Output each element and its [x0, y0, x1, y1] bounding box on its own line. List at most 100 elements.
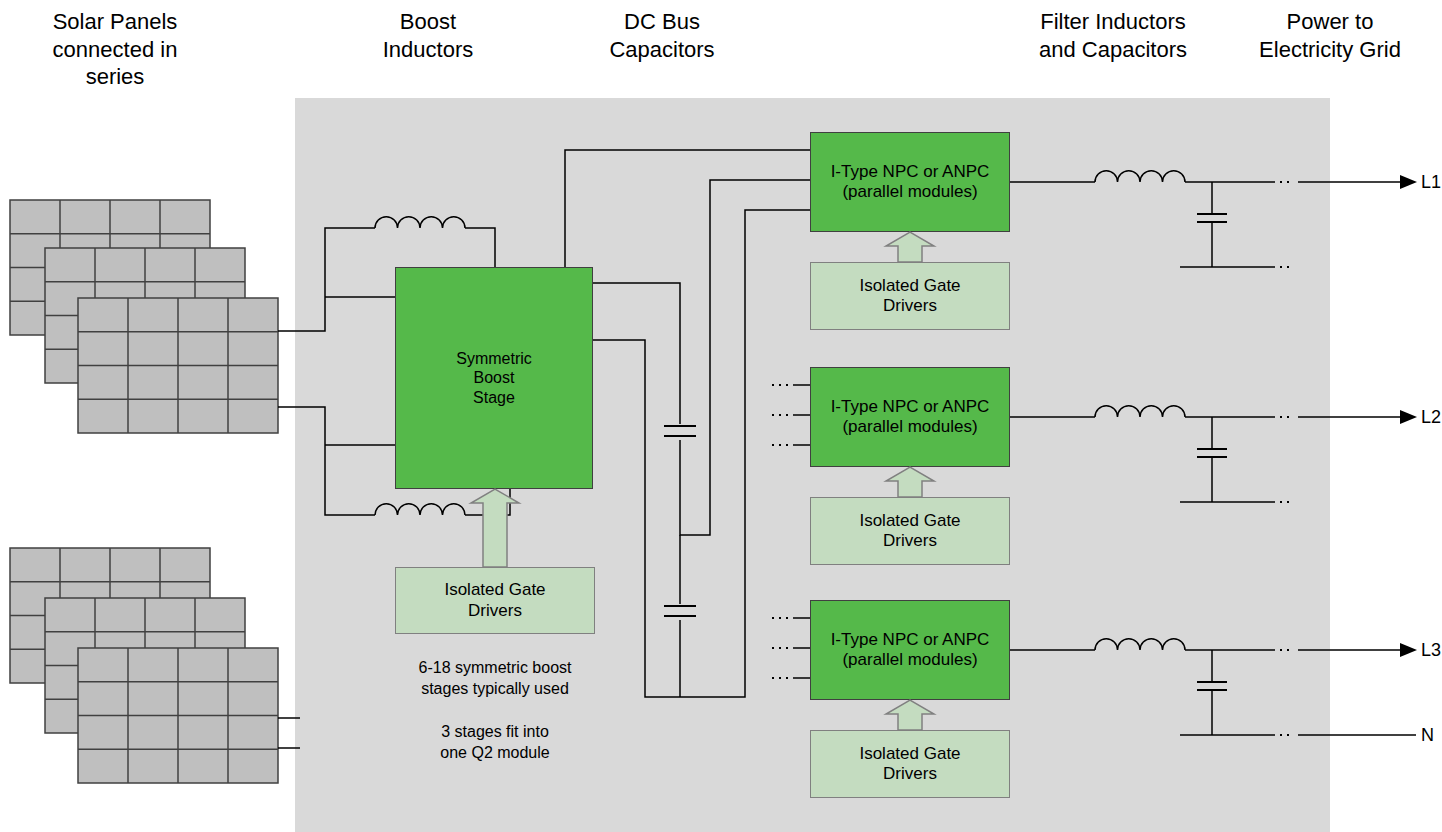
output-wire [1185, 649, 1275, 651]
panel-cell-line [78, 715, 278, 717]
dc-bus-wire [565, 150, 810, 267]
arrow-head [1400, 410, 1417, 424]
note-text: 3 stages fit into one Q2 module [427, 722, 563, 764]
inductor-symbol [1095, 639, 1185, 650]
solar-panel [78, 298, 278, 433]
filter-capacitor-wire [1211, 182, 1213, 214]
boost-stage-box: Symmetric Boost Stage [395, 267, 593, 489]
capacitor-plate [664, 435, 696, 437]
filter-return-wire [1180, 734, 1275, 736]
column-heading: Solar Panels connected in series [40, 8, 190, 91]
panel-cell-line [227, 648, 229, 783]
dc-bus-wire [593, 180, 810, 535]
grid-line [1298, 649, 1402, 651]
continuation-dots [1280, 266, 1294, 268]
output-wire [1185, 416, 1275, 418]
panel-cell-line [78, 399, 278, 401]
gate-drive-arrow [471, 489, 519, 567]
gate-driver-box: Isolated Gate Drivers [810, 262, 1010, 330]
input-stub [793, 384, 810, 386]
panel-wire [278, 747, 300, 749]
phase-label: L1 [1421, 171, 1441, 193]
continuation-dots [772, 677, 788, 679]
filter-capacitor-wire [1211, 690, 1213, 735]
arrow-head [1400, 643, 1417, 657]
continuation-dots [772, 384, 788, 386]
capacitor-plate [1197, 681, 1227, 683]
gate-driver-box: Isolated Gate Drivers [810, 730, 1010, 798]
filter-return-wire [1180, 266, 1275, 268]
continuation-dots [1280, 734, 1294, 736]
phase-label: L3 [1421, 639, 1441, 661]
box-text: I-Type NPC or ANPC (parallel modules) [817, 630, 1003, 671]
column-heading: Filter Inductors and Capacitors [1023, 8, 1203, 63]
filter-return-wire [1180, 501, 1275, 503]
gate-drive-arrow [886, 700, 934, 730]
output-wire [1010, 181, 1095, 183]
filter-capacitor-wire [1211, 417, 1213, 449]
continuation-dots [772, 414, 788, 416]
column-heading: DC Bus Capacitors [592, 8, 732, 63]
continuation-dots [1280, 416, 1294, 418]
grid-line [1298, 181, 1402, 183]
phase-label: N [1421, 724, 1434, 746]
input-stub [793, 444, 810, 446]
continuation-dots [1280, 501, 1294, 503]
gate-drive-arrow [886, 467, 934, 497]
continuation-dots [772, 647, 788, 649]
boost-wire [325, 296, 395, 298]
arrow-head [1400, 175, 1417, 189]
continuation-dots [772, 617, 788, 619]
column-heading: Boost Inductors [368, 8, 488, 63]
output-wire [1010, 649, 1095, 651]
dc-bus-wire [593, 210, 810, 697]
solar-panel [78, 648, 278, 783]
panel-cell-line [78, 365, 278, 367]
box-text: Isolated Gate Drivers [429, 580, 561, 621]
inductor-symbol [375, 504, 465, 515]
grid-line [1298, 416, 1402, 418]
inductor-symbol [375, 217, 465, 228]
filter-capacitor-wire [1211, 457, 1213, 502]
input-stub [793, 617, 810, 619]
gate-drive-arrow [886, 232, 934, 262]
box-text: Symmetric Boost Stage [453, 349, 535, 407]
continuation-dots [772, 444, 788, 446]
output-wire [1185, 181, 1275, 183]
inverter-module-box: I-Type NPC or ANPC (parallel modules) [810, 600, 1010, 700]
capacitor-plate [664, 605, 696, 607]
input-stub [793, 414, 810, 416]
panel-cell-line [227, 298, 229, 433]
capacitor-gap [664, 604, 696, 620]
boost-wire [325, 444, 395, 446]
capacitor-plate [664, 615, 696, 617]
capacitor-plate [1197, 448, 1227, 450]
boost-wire [278, 228, 375, 331]
column-heading: Power to Electricity Grid [1240, 8, 1420, 63]
inductor-symbol [1095, 171, 1185, 182]
boost-wire [278, 407, 375, 515]
capacitor-plate [664, 425, 696, 427]
box-text: Isolated Gate Drivers [844, 276, 976, 317]
box-text: I-Type NPC or ANPC (parallel modules) [817, 162, 1003, 203]
panel-cell-line [78, 749, 278, 751]
inverter-housing: 6-18 symmetric boost stages typically us… [295, 98, 1330, 832]
capacitor-plate [1197, 213, 1227, 215]
gate-driver-box: Isolated Gate Drivers [395, 567, 595, 634]
continuation-dots [1280, 649, 1294, 651]
boost-wire [465, 228, 495, 267]
output-wire [1010, 416, 1095, 418]
box-text: Isolated Gate Drivers [844, 511, 976, 552]
filter-capacitor-wire [1211, 222, 1213, 267]
continuation-dots [1280, 181, 1294, 183]
inductor-symbol [1095, 406, 1185, 417]
capacitor-gap [664, 424, 696, 440]
inverter-module-box: I-Type NPC or ANPC (parallel modules) [810, 367, 1010, 467]
neutral-line [1298, 734, 1416, 736]
panel-wire [278, 717, 300, 719]
box-text: Isolated Gate Drivers [844, 744, 976, 785]
